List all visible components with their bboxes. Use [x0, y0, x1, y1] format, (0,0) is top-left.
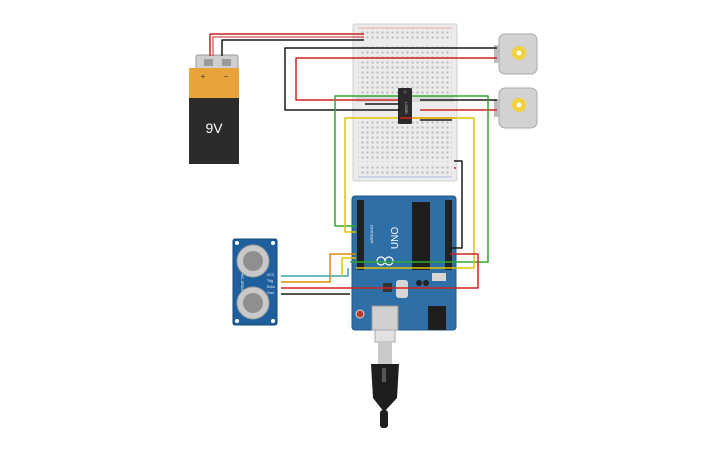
ultrasonic-pin-echo: Echo	[267, 285, 275, 289]
arduino-uno: ARDUINO UNO	[351, 195, 457, 331]
wire-motor-top-red	[295, 57, 497, 101]
wire-battery-positive	[209, 33, 364, 56]
arduino-brand-label: ARDUINO	[369, 225, 374, 243]
wire-yellow-right	[356, 117, 475, 269]
ultrasonic-model-label: HC-SR04	[240, 273, 245, 291]
dc-motor-top	[494, 33, 538, 75]
wire-sensor-trig	[281, 253, 356, 283]
wire-sensor-echo	[281, 253, 479, 289]
ultrasonic-pin-gnd: Gnd	[267, 291, 274, 295]
wire-battery-negative	[221, 39, 364, 56]
wires	[209, 33, 497, 295]
ultrasonic-pin-trig: Trig	[267, 279, 273, 283]
wire-breadboard-gnd	[450, 160, 463, 249]
battery-plus-label: +	[201, 72, 206, 81]
battery-voltage-label: 9V	[205, 120, 223, 136]
wire-sensor-vcc	[281, 268, 349, 277]
battery-9v: + − 9V	[189, 54, 239, 164]
arduino-model-label: UNO	[390, 227, 401, 249]
ultrasonic-pin-vcc: VCC	[267, 273, 275, 277]
wire-green-right	[350, 95, 489, 263]
usb-cable	[371, 329, 399, 428]
battery-minus-label: −	[224, 72, 229, 81]
motor-driver-label: L293D	[404, 102, 409, 114]
wire-motor-top-black	[284, 47, 497, 111]
motor-driver-chip: L293D	[398, 88, 412, 124]
wire-yellow-left	[344, 117, 398, 233]
ultrasonic-sensor: HC-SR04 VCC Trig Echo Gnd	[232, 238, 278, 326]
dc-motor-bottom	[494, 87, 538, 129]
